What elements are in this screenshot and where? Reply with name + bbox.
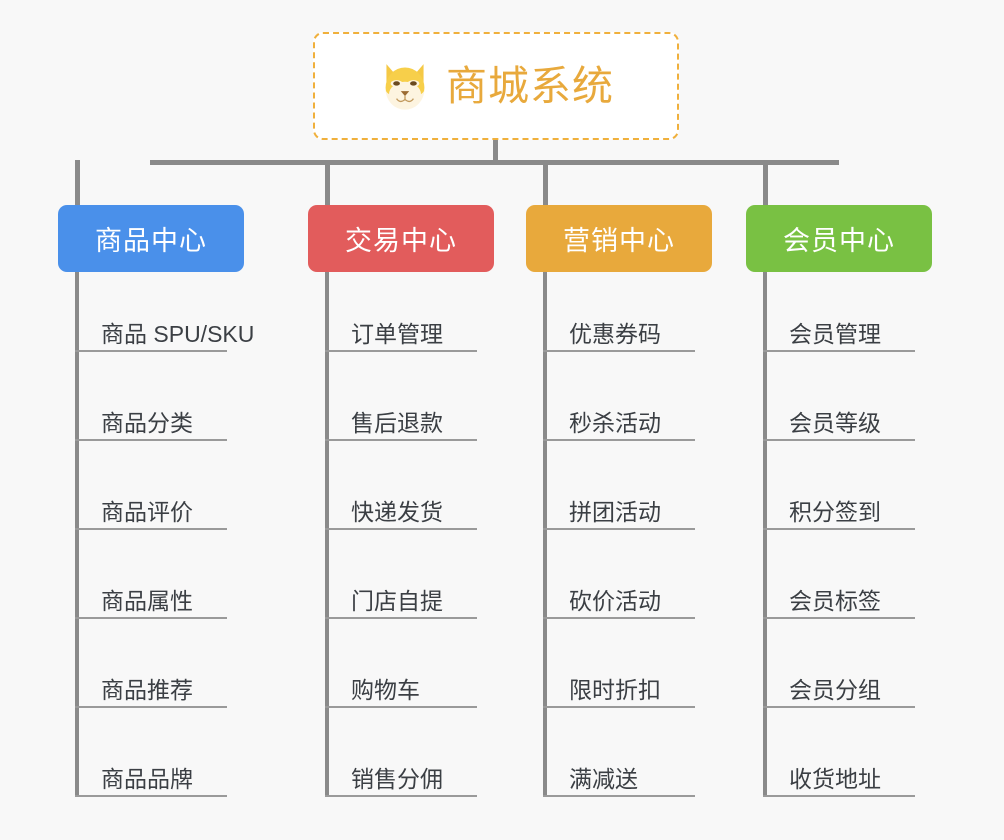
- leaf-item-label: 购物车: [351, 676, 420, 703]
- leaf-item[interactable]: 销售分佣: [325, 749, 477, 797]
- leaf-item-label: 满减送: [569, 765, 638, 792]
- leaf-item-label: 会员等级: [789, 409, 881, 436]
- leaf-item-label: 商品 SPU/SKU: [101, 320, 255, 347]
- category-box-3[interactable]: 营销中心: [526, 205, 712, 272]
- leaf-item-label: 秒杀活动: [569, 409, 661, 436]
- leaf-item-label: 订单管理: [351, 320, 443, 347]
- leaf-item[interactable]: 商品 SPU/SKU: [75, 304, 254, 352]
- leaf-item[interactable]: 拼团活动: [543, 482, 695, 530]
- leaf-item[interactable]: 会员分组: [763, 660, 915, 708]
- connector-drop-2: [325, 160, 330, 205]
- leaf-item-label: 优惠券码: [569, 320, 661, 347]
- category-box-1[interactable]: 商品中心: [58, 205, 244, 272]
- column-spine-4: [763, 272, 767, 797]
- leaf-item-label: 拼团活动: [569, 498, 661, 525]
- leaf-item-label: 会员标签: [789, 587, 881, 614]
- shiba-dog-face-icon: [385, 64, 425, 110]
- leaf-item[interactable]: 收货地址: [763, 749, 915, 797]
- leaf-item[interactable]: 会员管理: [763, 304, 915, 352]
- root-node[interactable]: 商城系统: [313, 32, 679, 140]
- leaf-item-label: 砍价活动: [569, 587, 661, 614]
- leaf-item-label: 限时折扣: [569, 676, 661, 703]
- connector-drop-4: [763, 160, 768, 205]
- leaf-item[interactable]: 限时折扣: [543, 660, 695, 708]
- leaf-item[interactable]: 订单管理: [325, 304, 477, 352]
- leaf-item[interactable]: 商品分类: [75, 393, 227, 441]
- leaf-item-label: 商品分类: [101, 409, 193, 436]
- connector-drop-3: [543, 160, 548, 205]
- root-connector-stem: [493, 140, 498, 163]
- leaf-item[interactable]: 秒杀活动: [543, 393, 695, 441]
- leaf-item-label: 商品属性: [101, 587, 193, 614]
- leaf-item-label: 商品评价: [101, 498, 193, 525]
- leaf-item-label: 会员分组: [789, 676, 881, 703]
- leaf-item[interactable]: 商品推荐: [75, 660, 227, 708]
- leaf-item-label: 商品品牌: [101, 765, 193, 792]
- leaf-item-label: 积分签到: [789, 498, 881, 525]
- leaf-item[interactable]: 商品属性: [75, 571, 227, 619]
- leaf-item-label: 快递发货: [351, 498, 443, 525]
- leaf-item[interactable]: 会员等级: [763, 393, 915, 441]
- category-box-2[interactable]: 交易中心: [308, 205, 494, 272]
- leaf-item[interactable]: 优惠券码: [543, 304, 695, 352]
- leaf-item-label: 售后退款: [351, 409, 443, 436]
- leaf-item-label: 门店自提: [351, 587, 443, 614]
- leaf-item[interactable]: 门店自提: [325, 571, 477, 619]
- column-spine-2: [325, 272, 329, 797]
- leaf-item-label: 收货地址: [789, 765, 881, 792]
- leaf-item[interactable]: 商品品牌: [75, 749, 227, 797]
- leaf-item[interactable]: 积分签到: [763, 482, 915, 530]
- category-title: 交易中心: [345, 226, 457, 256]
- category-box-4[interactable]: 会员中心: [746, 205, 932, 272]
- connector-bus-horizontal: [150, 160, 839, 165]
- leaf-item-label: 会员管理: [789, 320, 881, 347]
- leaf-item[interactable]: 购物车: [325, 660, 477, 708]
- leaf-item[interactable]: 快递发货: [325, 482, 477, 530]
- leaf-item-label: 商品推荐: [101, 676, 193, 703]
- column-spine-1: [75, 272, 79, 797]
- leaf-item[interactable]: 会员标签: [763, 571, 915, 619]
- category-title: 商品中心: [95, 226, 207, 256]
- column-spine-3: [543, 272, 547, 797]
- leaf-item[interactable]: 售后退款: [325, 393, 477, 441]
- leaf-item[interactable]: 砍价活动: [543, 571, 695, 619]
- category-title: 营销中心: [563, 226, 675, 256]
- leaf-item[interactable]: 满减送: [543, 749, 695, 797]
- leaf-item[interactable]: 商品评价: [75, 482, 227, 530]
- root-title: 商城系统: [446, 62, 614, 109]
- leaf-item-label: 销售分佣: [351, 765, 443, 792]
- category-title: 会员中心: [783, 226, 895, 256]
- connector-drop-1: [75, 160, 80, 205]
